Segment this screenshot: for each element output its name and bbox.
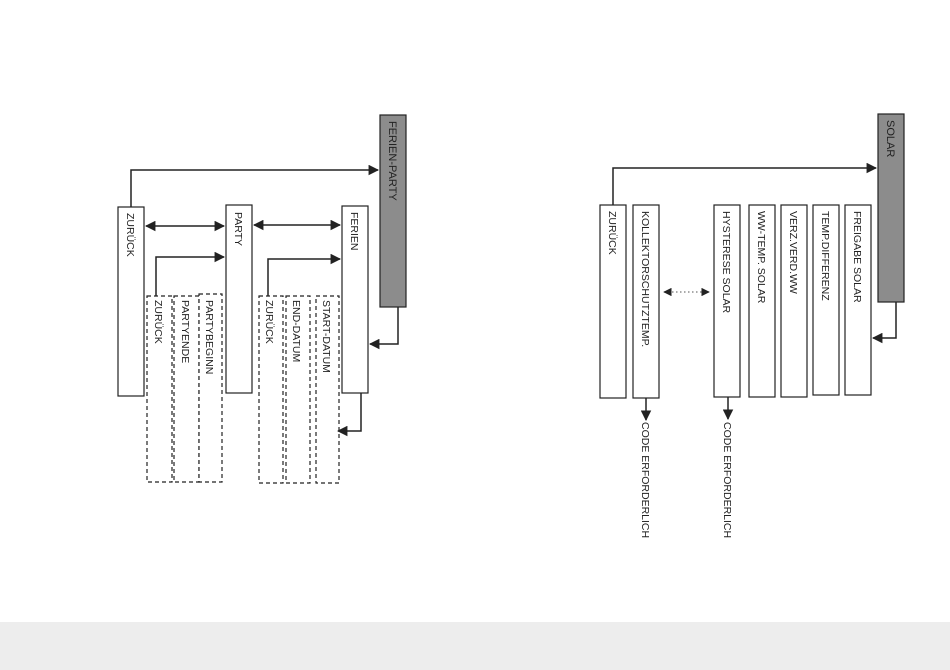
- collector-code-note: CODE ERFORDERLICH: [639, 422, 651, 538]
- end-date-label: END-DATUM: [290, 300, 302, 362]
- ferien-label: FERIEN: [348, 212, 360, 251]
- party-begin-label: PARTYBEGINN: [203, 300, 215, 374]
- right-back-label: ZURÜCK: [606, 211, 618, 255]
- solar-release-label: FREIGABE SOLAR: [851, 211, 863, 303]
- header-to-ferien-arrow: [370, 307, 398, 344]
- right-diagram: SOLAR ZURÜCK KOLLEKTORSCHUTZTEMP. HYSTER…: [600, 114, 904, 538]
- party-sub-return-arrow: [156, 257, 224, 296]
- hysteresis-solar-label: HYSTERESE SOLAR: [720, 211, 732, 314]
- ferien-party-header-label: FERIEN-PARTY: [386, 121, 398, 201]
- left-diagram: FERIEN-PARTY ZURÜCK PARTY FERIEN ZURÜCK …: [118, 115, 406, 483]
- footer-bar: [0, 622, 950, 670]
- start-date-label: START-DATUM: [320, 300, 332, 373]
- ferien-loop-arrow: [338, 393, 361, 431]
- temp-difference-label: TEMP.DIFFERENZ: [819, 211, 831, 301]
- ww-temp-solar-label: WW-TEMP. SOLAR: [755, 211, 767, 304]
- right-back-to-header-arrow: [613, 168, 876, 205]
- party-sub-back-label: ZURÜCK: [152, 300, 164, 344]
- hysteresis-code-note: CODE ERFORDERLICH: [721, 422, 733, 538]
- left-back-to-header-arrow: [131, 170, 378, 207]
- party-end-label: PARTYENDE: [179, 300, 191, 363]
- menu-flow-diagram: FERIEN-PARTY ZURÜCK PARTY FERIEN ZURÜCK …: [0, 0, 950, 622]
- left-back-label: ZURÜCK: [124, 213, 136, 257]
- collector-protect-temp-label: KOLLEKTORSCHUTZTEMP.: [639, 211, 651, 347]
- party-label: PARTY: [232, 212, 244, 246]
- ferien-sub-back-label: ZURÜCK: [263, 300, 275, 344]
- header-to-solar-release-arrow: [873, 302, 896, 338]
- solar-header-label: SOLAR: [884, 120, 896, 157]
- ferien-sub-return-arrow: [268, 259, 340, 296]
- verz-verd-ww-label: VERZ.VERD.WW: [787, 211, 799, 294]
